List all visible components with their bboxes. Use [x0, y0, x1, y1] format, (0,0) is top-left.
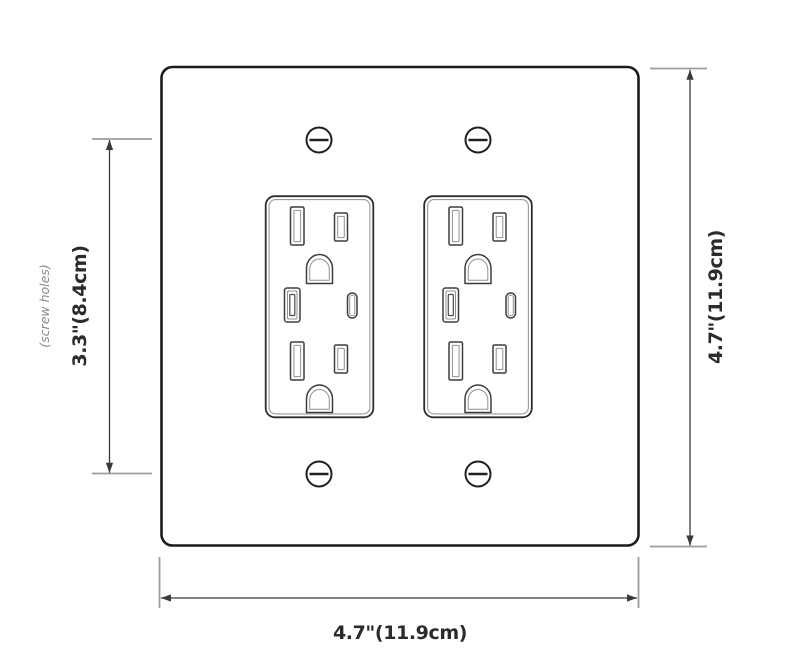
dimension-height: 4.7"(11.9cm)	[650, 67, 727, 548]
usb-outlet-module-icon	[423, 195, 533, 419]
usb-outlet-module-icon	[264, 195, 375, 419]
height-label: 4.7"(11.9cm)	[705, 230, 727, 364]
screw-icon	[464, 460, 492, 488]
dimension-screw-spacing: (screw holes) 3.3"(8.4cm)	[37, 138, 152, 475]
dimension-width: 4.7"(11.9cm)	[158, 557, 640, 644]
screw-icon	[305, 126, 333, 154]
screw-spacing-note: (screw holes)	[37, 264, 52, 347]
screw-spacing-label: 3.3"(8.4cm)	[69, 245, 91, 366]
screw-icon	[464, 126, 492, 154]
screw-icon	[305, 460, 333, 488]
width-label: 4.7"(11.9cm)	[333, 622, 467, 644]
wall-plate	[160, 65, 640, 547]
